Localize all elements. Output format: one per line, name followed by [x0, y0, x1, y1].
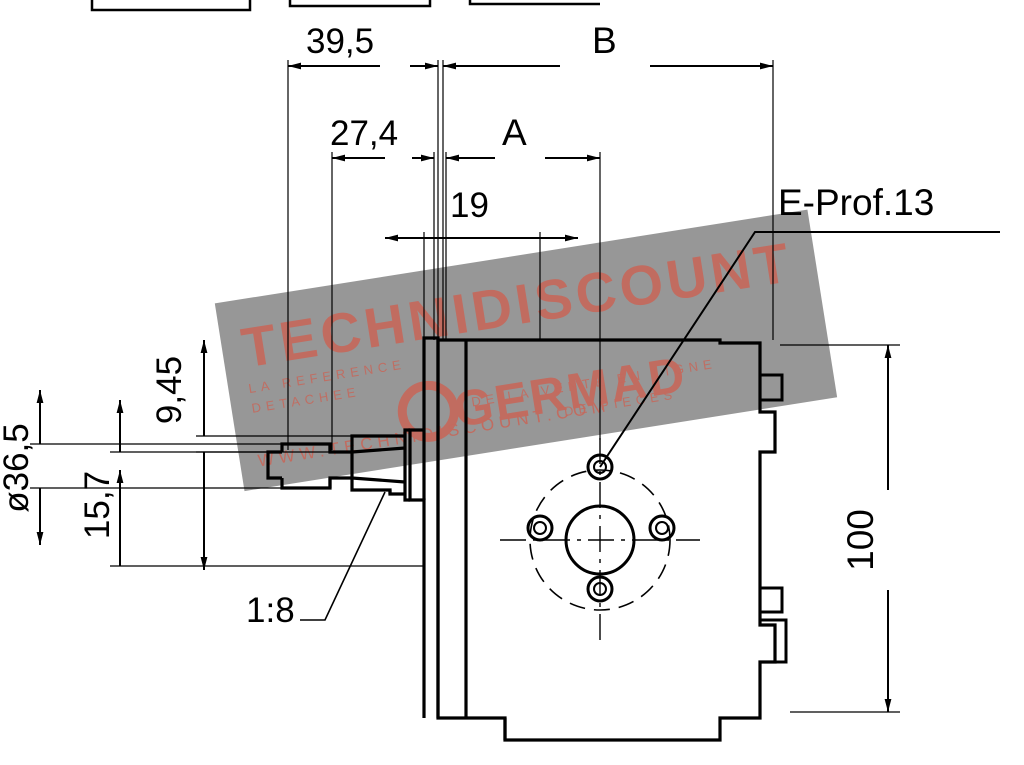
- dimension-label-A: A: [502, 112, 527, 153]
- dimension-A: [445, 152, 601, 440]
- dimension-label-100: 100: [840, 509, 881, 571]
- dimension-15-7: [110, 400, 424, 567]
- dimension-100: [780, 344, 900, 713]
- dimension-27-4: [331, 152, 435, 450]
- dimension-39-5: [287, 60, 439, 450]
- dimension-label-36-5: ø36,5: [0, 423, 36, 513]
- callout-label-thread: E-Prof.13: [778, 182, 934, 223]
- watermark-bar: [214, 209, 838, 492]
- port-face: [500, 438, 700, 645]
- housing-lugs: [760, 373, 788, 664]
- dimension-9-45: [196, 340, 405, 570]
- page-top-artifacts: [90, 0, 600, 12]
- bolt-holes: [526, 453, 676, 603]
- dimension-B: [442, 60, 774, 340]
- dimension-label-39-5: 39,5: [306, 22, 374, 61]
- dimension-label-27-4: 27,4: [330, 114, 398, 153]
- dimension-36-5: [30, 390, 282, 545]
- watermark: TECHNIDISCOUNT LA REFERENCE DETACHEE DE …: [214, 209, 838, 492]
- dimension-label-B: B: [592, 20, 617, 61]
- dimension-19: [385, 232, 578, 340]
- dimension-label-19: 19: [450, 186, 489, 225]
- dimension-label-15-7: 15,7: [78, 471, 117, 539]
- pump-shaft: [351, 446, 406, 494]
- callout-label-taper: 1:8: [246, 591, 295, 630]
- callout-thread-leader: [599, 231, 1000, 468]
- callout-taper-leader: [300, 491, 386, 621]
- dimension-label-9-45: 9,45: [150, 356, 189, 424]
